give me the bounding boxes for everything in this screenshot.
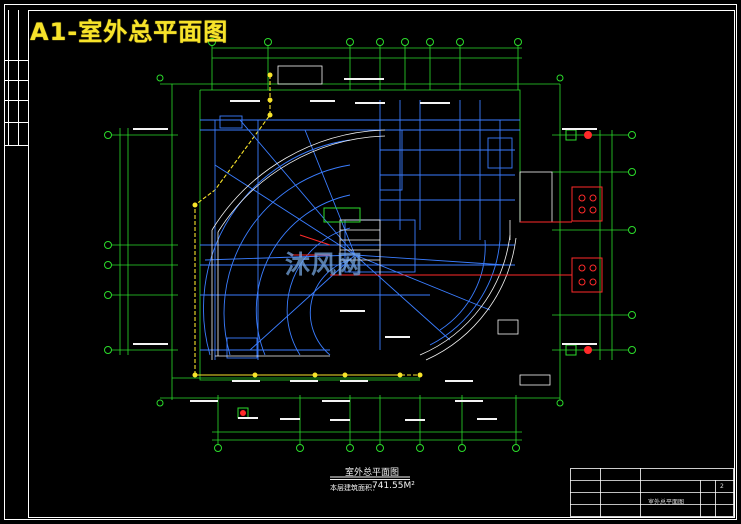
drawing-title: A1-室外总平面图 bbox=[30, 18, 229, 46]
fire-alarm-devices bbox=[290, 186, 603, 293]
axis-bubbles bbox=[104, 38, 636, 452]
blue-plan bbox=[200, 100, 520, 360]
axis-grid bbox=[108, 40, 632, 448]
plan-caption: 室外总平面图 bbox=[345, 468, 400, 478]
area-label: 本层建筑面积： bbox=[330, 484, 379, 492]
area-value: 741.55M² bbox=[372, 481, 415, 491]
white-structure bbox=[211, 129, 553, 386]
plan-caption-underline bbox=[330, 476, 410, 480]
drawing-frame bbox=[4, 4, 737, 520]
red-indicators bbox=[240, 131, 592, 416]
title-block-sheet-name: 室外总平面图 bbox=[648, 499, 685, 506]
title-block bbox=[570, 468, 734, 517]
cad-annotations bbox=[133, 78, 597, 421]
yellow-equipment-box bbox=[277, 65, 323, 85]
yellow-nodes bbox=[192, 72, 423, 378]
title-block-sheet-number: 2 bbox=[720, 483, 724, 490]
watermark: 沐风网 bbox=[285, 250, 364, 279]
yellow-cable-route bbox=[194, 75, 420, 376]
